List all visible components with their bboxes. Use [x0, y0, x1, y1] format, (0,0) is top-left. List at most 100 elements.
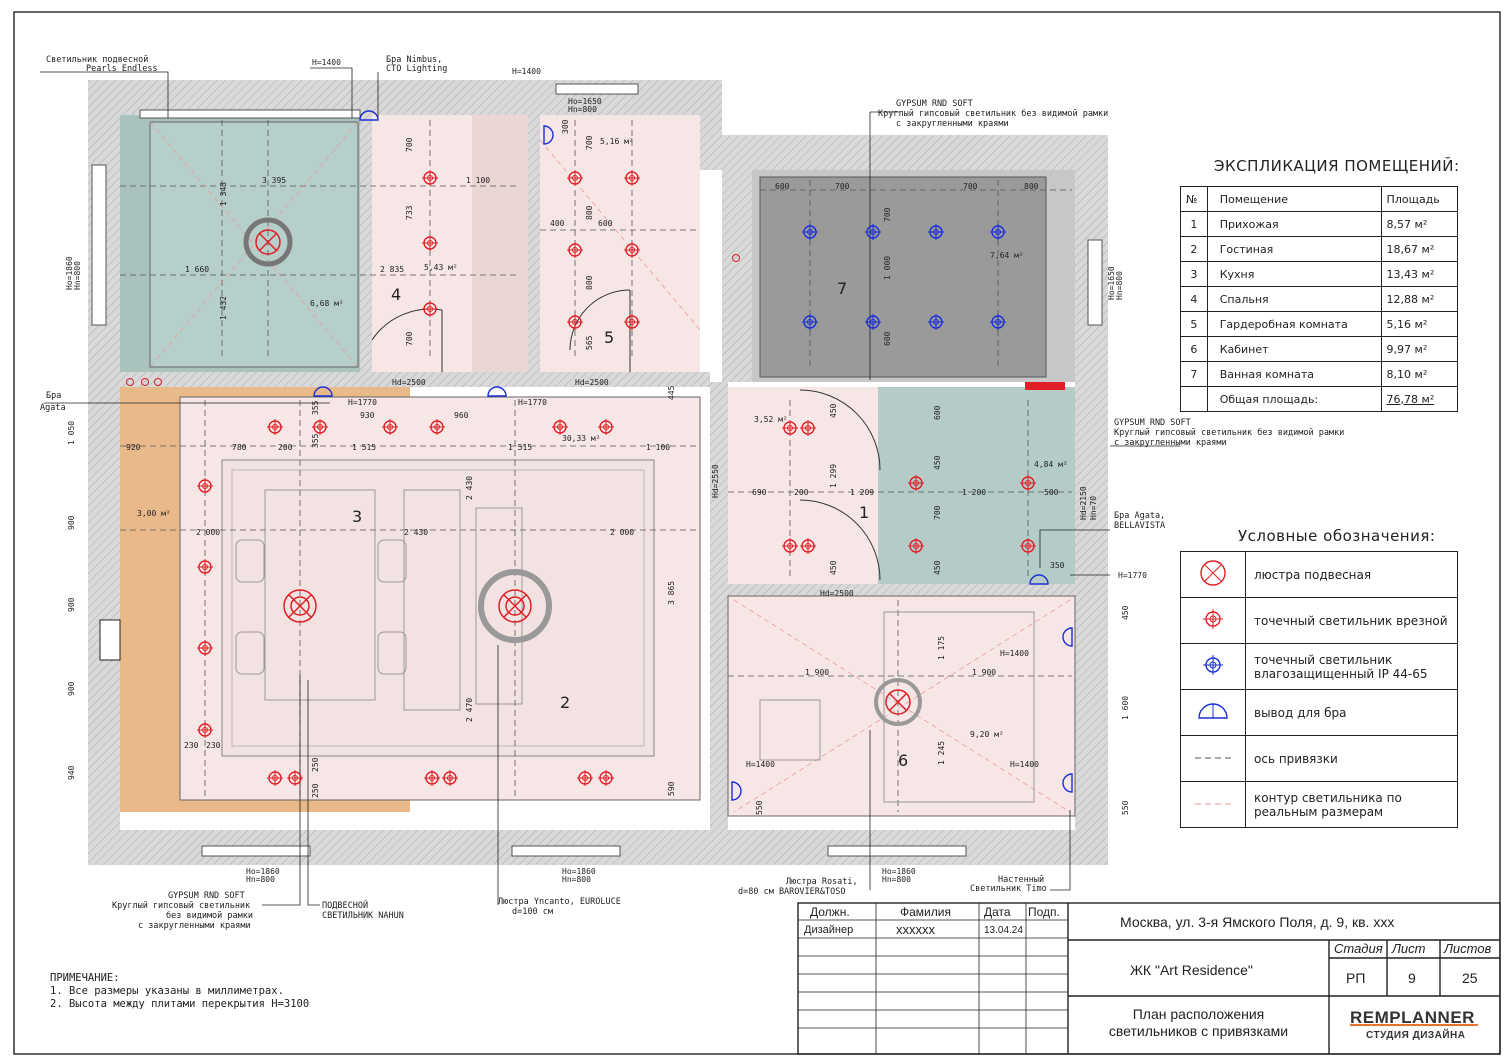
svg-text:ПОДВЕСНОЙ: ПОДВЕСНОЙ	[322, 899, 368, 911]
legend-table: люстра подвесная точечный светильник вре…	[1180, 551, 1458, 828]
recessed-spot-icon	[567, 314, 583, 330]
stamp-header: Дата	[984, 905, 1011, 919]
stamp-sheets-label: Листов	[1444, 941, 1492, 956]
svg-text:1 000: 1 000	[883, 256, 892, 280]
area-label: 6,68 м²	[310, 299, 344, 308]
pendant-chandelier-icon	[874, 678, 922, 726]
notes: ПРИМЕЧАНИЕ: 1. Все размеры указаны в мил…	[50, 972, 310, 1010]
legend-row: точечный светильник врезной	[1180, 597, 1458, 644]
recessed-spot-icon	[624, 170, 640, 186]
marker-icon	[141, 378, 149, 386]
room-number-3: 3	[352, 507, 362, 526]
windows	[91, 83, 1103, 857]
area-label: 30,33 м²	[562, 434, 601, 443]
svg-text:200: 200	[278, 443, 293, 452]
svg-text:H=1400: H=1400	[1000, 649, 1029, 658]
room-fills	[120, 115, 1076, 817]
recessed-spot-icon	[782, 420, 798, 436]
stamp-stage: РП	[1346, 970, 1366, 986]
svg-text:450: 450	[933, 560, 942, 575]
svg-text:1 100: 1 100	[466, 176, 490, 185]
svg-text:250: 250	[311, 783, 320, 798]
svg-text:930: 930	[360, 411, 375, 420]
room-number-4: 4	[391, 285, 401, 304]
svg-text:450: 450	[933, 455, 942, 470]
pendant-chandeliers	[243, 217, 922, 726]
sconce-outlet-icon	[543, 125, 554, 145]
svg-text:Hd=2150: Hd=2150	[1079, 486, 1088, 520]
recessed-spot-icon	[1203, 609, 1223, 629]
dimensions: 3 395 1 660 2 835 1 100 400 600 600 700 …	[67, 119, 1130, 815]
logo-underline	[1350, 1024, 1478, 1026]
svg-text:Hn=800: Hn=800	[568, 105, 597, 114]
svg-text:1 200: 1 200	[962, 488, 986, 497]
logo: REMPLANNER	[1350, 1008, 1475, 1027]
svg-text:700: 700	[963, 182, 978, 191]
svg-text:Hd=2550: Hd=2550	[711, 464, 720, 498]
svg-text:700: 700	[883, 207, 892, 222]
svg-text:2 000: 2 000	[610, 528, 634, 537]
svg-text:Ho=1860: Ho=1860	[562, 867, 596, 876]
legend-row: люстра подвесная	[1180, 551, 1458, 598]
area-label: 9,20 м²	[970, 730, 1004, 739]
svg-text:1 209: 1 209	[850, 488, 874, 497]
recessed-spot-icon	[1020, 475, 1036, 491]
svg-text:700: 700	[405, 137, 414, 152]
stamp-header: Фамилия	[900, 905, 951, 919]
stamp-sheet-number: 9	[1408, 970, 1416, 986]
recessed-spot-icon	[567, 242, 583, 258]
callouts: Светильник подвесной Pearls Endless Бра …	[40, 55, 1344, 931]
recessed-spot-icon	[267, 419, 283, 435]
marker-icon	[126, 378, 134, 386]
waterproof-spot-icon	[865, 314, 881, 330]
svg-text:GYPSUM RND SOFT: GYPSUM RND SOFT	[1114, 418, 1191, 428]
svg-text:800: 800	[1024, 182, 1039, 191]
svg-text:450: 450	[1121, 605, 1130, 620]
area-label: 7,64 м²	[990, 251, 1024, 260]
sconce-outlet-icon	[1198, 703, 1228, 719]
svg-text:с закругленными краями: с закругленными краями	[896, 119, 1009, 129]
recessed-spot-icon	[1020, 538, 1036, 554]
waterproof-spot-icon	[928, 314, 944, 330]
recessed-spot-icon	[598, 419, 614, 435]
svg-text:Люстра Rosati,: Люстра Rosati,	[786, 877, 858, 887]
svg-text:1 900: 1 900	[805, 668, 829, 677]
waterproof-spot-icon	[802, 224, 818, 240]
recessed-spot-icon	[267, 770, 283, 786]
room-number-2: 2	[560, 693, 570, 712]
svg-text:H=1400: H=1400	[312, 58, 341, 67]
svg-text:600: 600	[933, 405, 942, 420]
doors	[371, 289, 881, 581]
sheet-frame	[13, 11, 1501, 1055]
svg-text:690: 690	[752, 488, 767, 497]
marker-icon	[732, 254, 740, 262]
recessed-spot-icon	[287, 770, 303, 786]
svg-text:355: 355	[311, 400, 320, 415]
svg-text:Бра Nimbus,: Бра Nimbus,	[386, 55, 442, 65]
svg-text:3 865: 3 865	[667, 581, 676, 605]
svg-text:с закругленными краями: с закругленными краями	[138, 921, 251, 931]
recessed-spot-icon	[197, 640, 213, 656]
svg-text:Hd=2500: Hd=2500	[392, 378, 426, 387]
legend-row: вывод для бра	[1180, 689, 1458, 736]
svg-text:d=100 см: d=100 см	[512, 907, 553, 917]
svg-text:1 432: 1 432	[219, 296, 228, 320]
svg-text:GYPSUM RND SOFT: GYPSUM RND SOFT	[168, 891, 245, 901]
stamp-surname: xxxxxx	[896, 922, 935, 937]
table-header-row: № Помещение Площадь	[1180, 186, 1459, 212]
svg-text:700: 700	[933, 505, 942, 520]
svg-text:BELLAVISTA: BELLAVISTA	[1114, 521, 1165, 531]
svg-text:без видимой рамки: без видимой рамки	[166, 910, 253, 921]
svg-text:445: 445	[667, 385, 676, 400]
svg-text:Hn=800: Hn=800	[73, 261, 82, 290]
svg-text:Hn=800: Hn=800	[882, 875, 911, 884]
svg-text:Светильник Timo: Светильник Timo	[970, 884, 1047, 894]
svg-text:Hn=70: Hn=70	[1089, 496, 1098, 520]
svg-text:Люстра Yncanto, EUROLUCE: Люстра Yncanto, EUROLUCE	[498, 897, 621, 907]
svg-text:400: 400	[550, 219, 565, 228]
svg-text:800: 800	[585, 205, 594, 220]
svg-text:1 515: 1 515	[508, 443, 532, 452]
